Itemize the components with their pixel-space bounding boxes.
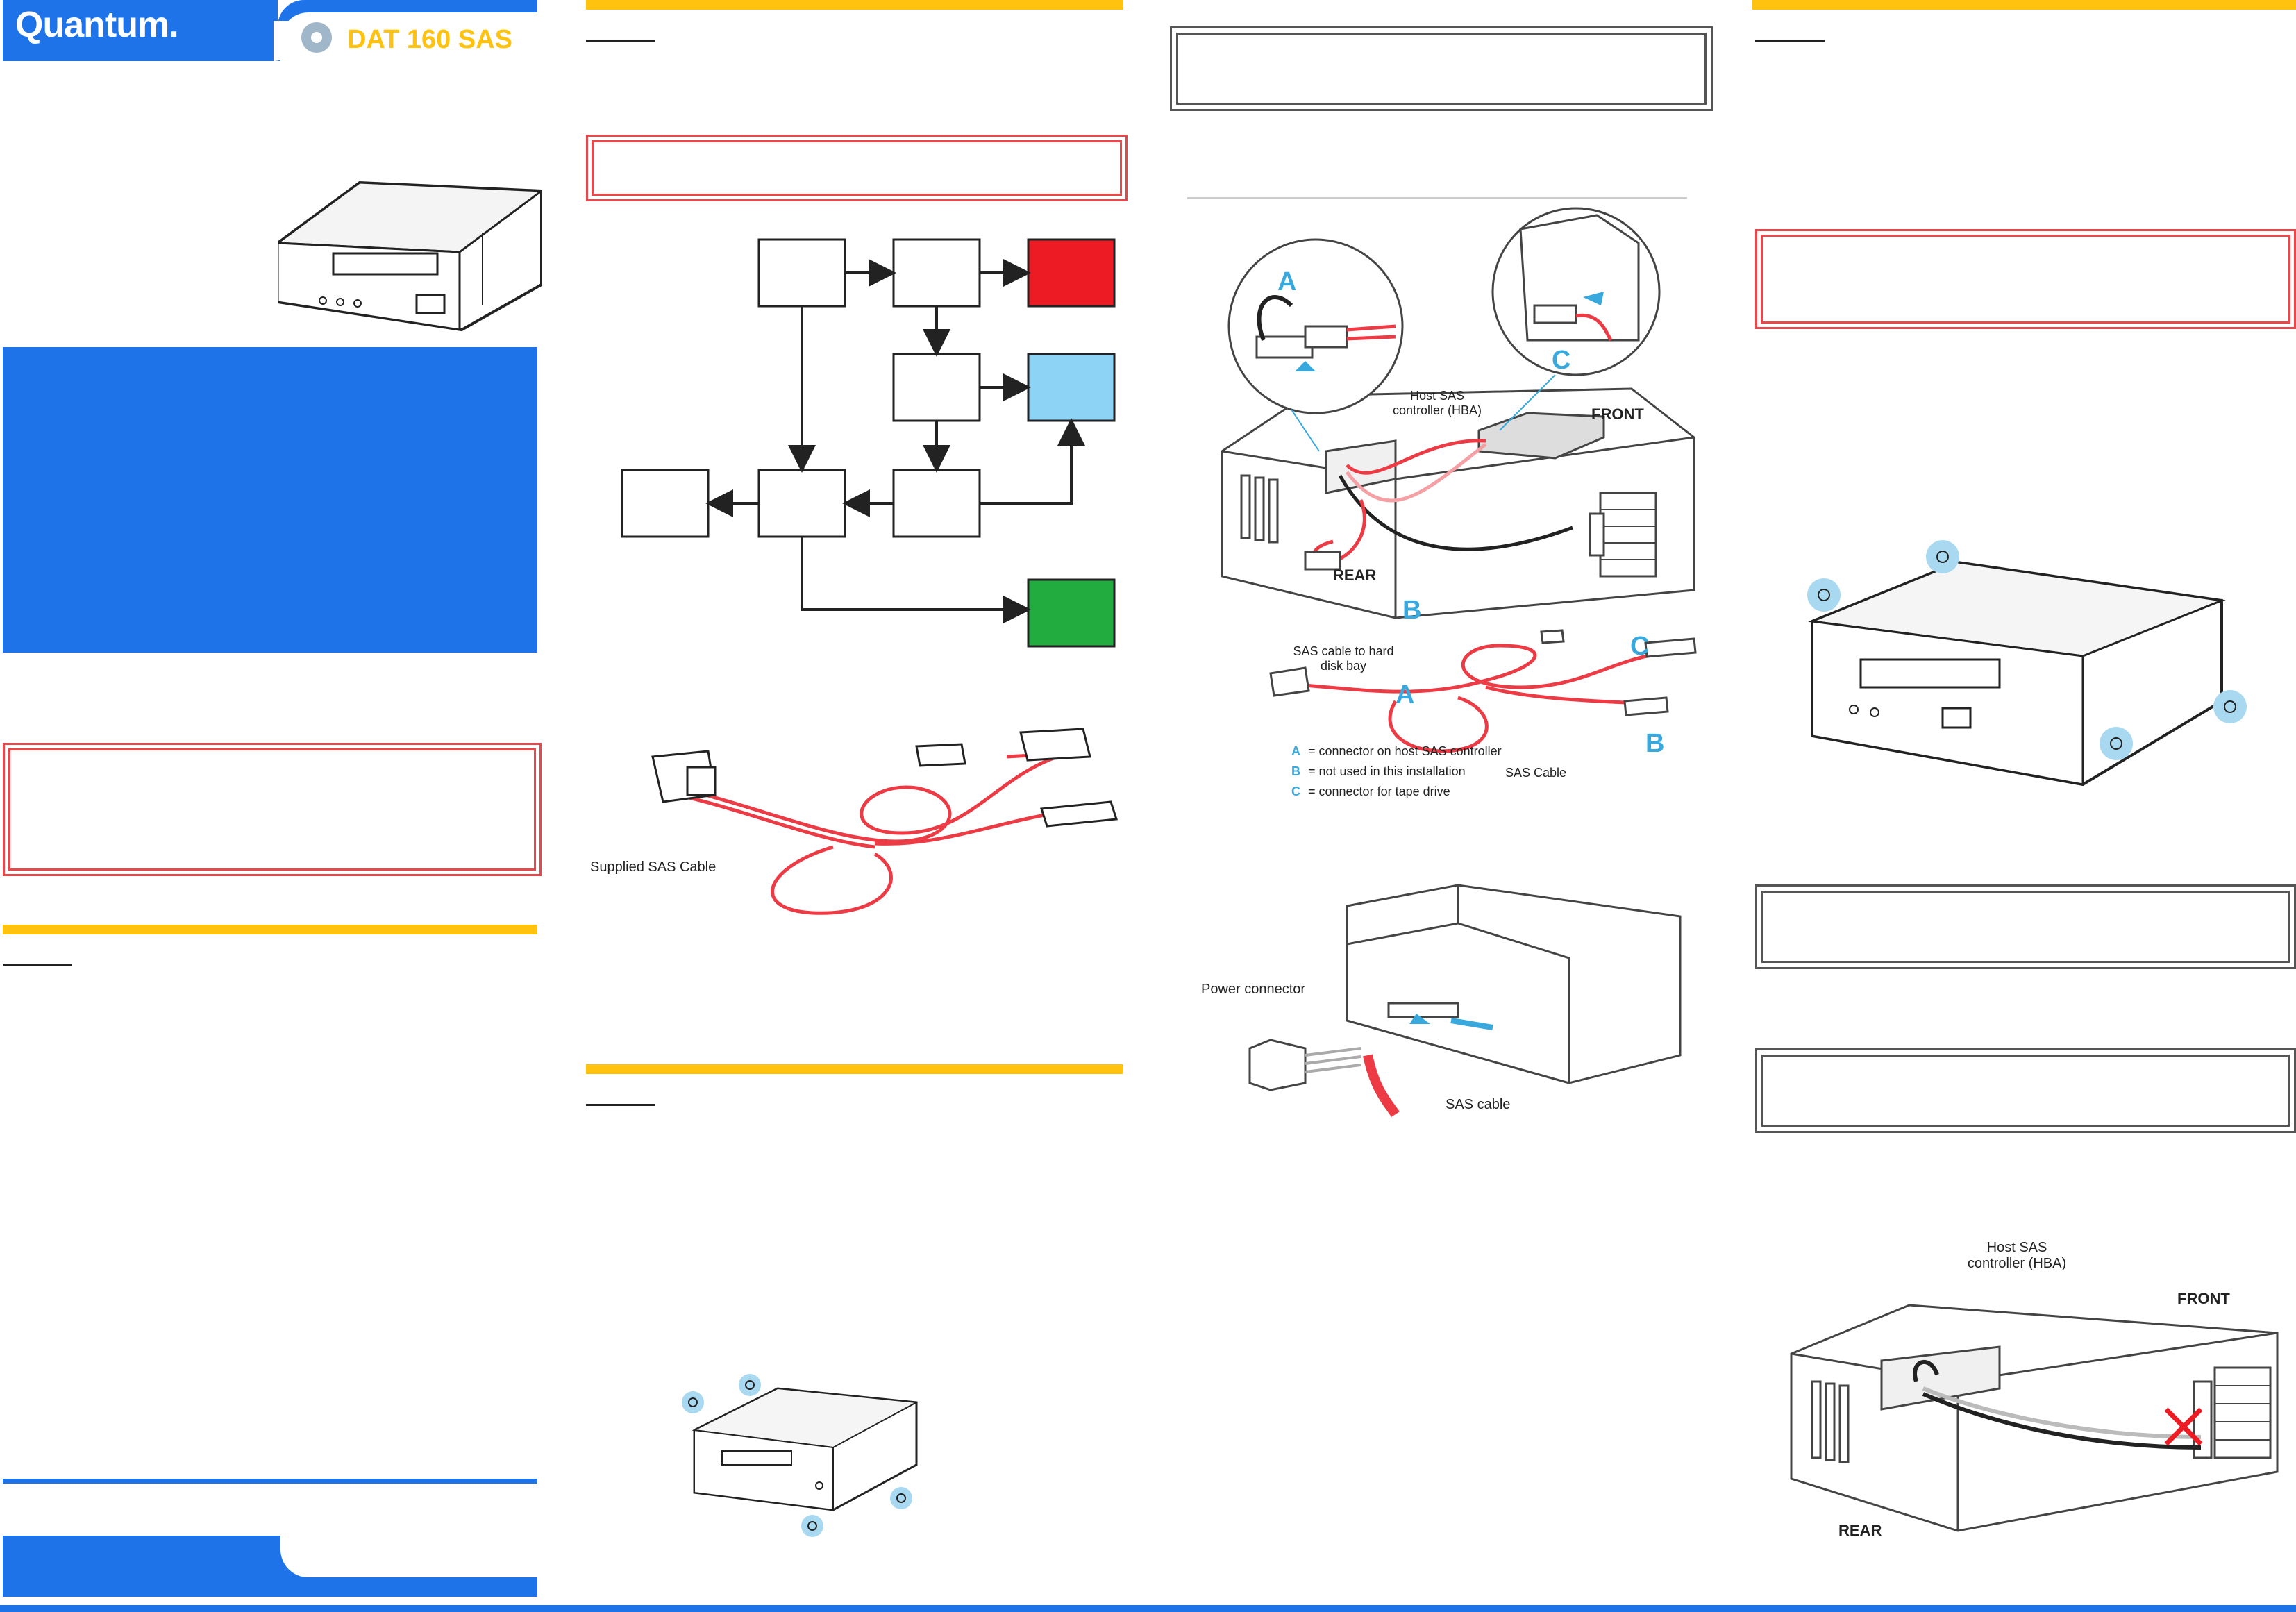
note-box [1755,884,2296,969]
warning-box [3,743,542,876]
warning-box [1755,229,2296,329]
note-box [1755,1048,2296,1133]
front-label: FRONT [1591,405,1644,423]
callout-c-top: C [1552,346,1571,375]
drive-screws-illustration [682,1374,919,1537]
drive-mounting-illustration [1807,540,2247,787]
sas-cable-label: Supplied SAS Cable [590,859,717,875]
power-connector-illustration [1248,884,1682,1117]
hba-rear-label: REAR [1838,1522,1882,1539]
legend-row-a: A= connector on host SAS controller [1291,744,1502,758]
footer-rule [3,1479,537,1484]
section-heading [3,964,72,966]
power-connector-label: Power connector [1201,982,1306,997]
callout-c-low: C [1630,632,1650,661]
figure-rule [1187,197,1687,199]
cover-panel: Quantum. DAT 160 SAS [0,0,542,1604]
callout-a-top: A [1277,267,1297,296]
sas-cable-label-2: SAS cable [1446,1097,1511,1112]
install-flowchart [621,238,1116,648]
section-divider [1752,0,2296,10]
brand-logo: Quantum. [15,5,179,45]
host-controller-label: Host SAS controller (HBA) [1392,389,1482,417]
page-bottom-rule [0,1605,2296,1612]
section-divider [586,1064,1123,1074]
section-heading [586,1104,655,1106]
product-title: DAT 160 SAS [347,25,512,54]
legend-row-b: B= not used in this installation [1291,764,1466,778]
callout-b-mid: B [1402,596,1422,625]
mounting-panel: Host SAS controller (HBA) FRONT REAR [1750,0,2296,1604]
sas-cable-label: SAS Cable [1505,766,1567,780]
brand-header: Quantum. [3,0,278,61]
procedure-panel: Supplied SAS Cable [583,0,1128,1604]
hba-host-controller-label: Host SAS controller (HBA) [1967,1240,2067,1271]
product-emblem-icon [301,22,332,53]
note-box [1170,26,1713,111]
cabling-panel: A C B A C B Host SAS controller (HBA) FR… [1166,0,1713,1604]
section-heading [1755,40,1825,42]
rear-label: REAR [1333,566,1377,584]
section-heading [586,40,655,42]
footer-band [3,1536,537,1597]
section-divider [3,925,537,934]
sas-cable-illustration [651,728,1118,915]
hba-cabling-illustration [1790,1304,2279,1532]
sas-cable-hd-label: SAS cable to hard disk bay [1293,644,1394,673]
section-divider [586,0,1123,10]
callout-a-low: A [1396,680,1415,710]
cover-blue-block [3,347,537,653]
hba-front-label: FRONT [2177,1290,2230,1307]
warning-box [586,135,1128,201]
install-legend: A= connector on host SAS controller B= n… [1291,741,1502,802]
sas-install-illustration [1221,207,1697,753]
callout-b-low: B [1645,729,1665,758]
legend-row-c: C= connector for tape drive [1291,784,1450,798]
tape-drive-illustration [278,180,542,332]
